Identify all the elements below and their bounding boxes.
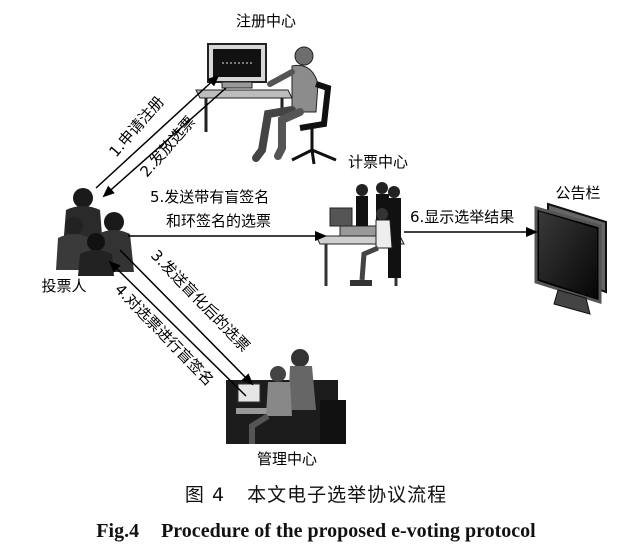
voter-label: 投票人 bbox=[41, 277, 86, 295]
tally-center-label: 计票中心 bbox=[348, 153, 408, 171]
edge-label-display-results: 6.显示选举结果 bbox=[410, 208, 514, 226]
caption-chinese-number: 图 4 bbox=[184, 484, 226, 506]
registration-center-label: 注册中心 bbox=[236, 12, 296, 30]
voter-group-icon bbox=[56, 188, 134, 276]
edge-label-send-signed-ballot-line2: 和环签名的选票 bbox=[166, 212, 271, 230]
caption-english-title: Procedure of the proposed e-voting proto… bbox=[161, 520, 536, 542]
caption-english: Fig.4 Procedure of the proposed e-voting … bbox=[0, 520, 632, 543]
tally-center-icon bbox=[315, 182, 405, 286]
edge-label-send-signed-ballot-line1: 5.发送带有盲签名 bbox=[150, 188, 269, 206]
arrow-blind-sign-ballot bbox=[108, 260, 247, 397]
admin-center-icon bbox=[226, 349, 346, 444]
arrow-issue-ballot bbox=[102, 87, 227, 198]
caption-english-number: Fig.4 bbox=[96, 520, 140, 542]
caption-chinese-title: 本文电子选举协议流程 bbox=[247, 484, 448, 506]
bulletin-board-label: 公告栏 bbox=[555, 184, 600, 202]
arrow-send-blinded-ballot bbox=[119, 249, 254, 386]
arrow-apply-registration bbox=[95, 74, 220, 189]
caption-chinese: 图 4 本文电子选举协议流程 bbox=[0, 480, 632, 507]
bulletin-board-icon bbox=[534, 202, 607, 315]
admin-center-label: 管理中心 bbox=[257, 450, 317, 468]
registration-center-icon bbox=[195, 43, 337, 165]
